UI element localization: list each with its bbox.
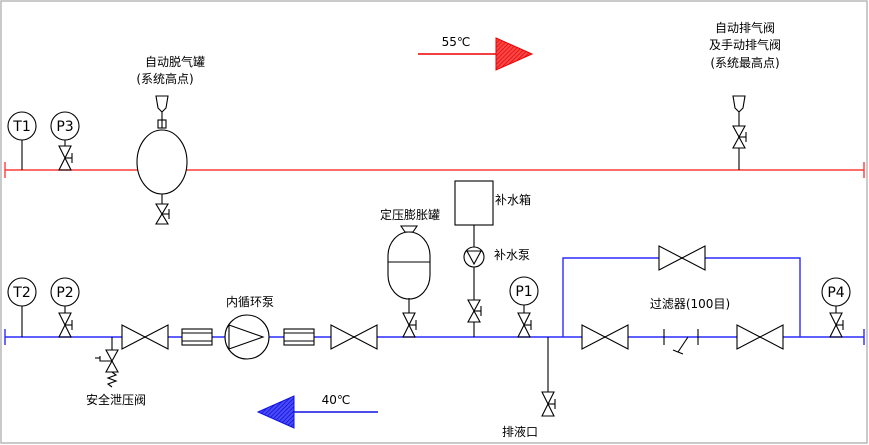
makeup-pump [463,225,485,337]
gauge-p3: P3 [50,111,80,171]
vent-valve-label-1: 自动排气阀 [715,20,775,35]
circ-pump-label: 内循环泵 [226,295,274,309]
supply-line [4,162,865,178]
gauge-p3-label: P3 [56,119,73,135]
gauge-p4-label: P4 [827,285,844,301]
gate-valve-4 [736,324,784,350]
supply-temp-label: 55℃ [442,35,471,49]
safety-relief-valve [95,337,119,388]
return-flow-arrow [256,395,378,429]
y-strainer [663,329,699,355]
gauge-p1-label: P1 [515,284,532,300]
gate-valve-1 [121,324,169,350]
gauge-t2: T2 [7,277,37,337]
drain-valve [541,337,556,417]
bypass-gate-valve [658,245,706,271]
gate-valve-2 [330,324,378,350]
auto-vent-valve [732,95,747,170]
flex-connector-1 [181,328,213,346]
gauge-p2: P2 [50,277,80,338]
expansion-tank-label: 定压膨胀罐 [380,207,440,222]
makeup-pump-label: 补水泵 [494,248,530,262]
makeup-tank-label: 补水箱 [495,192,531,207]
vent-valve-note: (系统最高点) [710,55,779,70]
gauge-p1: P1 [509,276,539,338]
makeup-tank [454,180,494,226]
degas-tank-label: 自动脱气罐 [145,54,205,69]
degas-tank-note: (系统高点) [136,71,193,86]
degas-tank [136,95,188,225]
return-temp-label: 40℃ [322,393,351,407]
drain-label: 排液口 [502,424,538,439]
circulation-pump [224,314,270,360]
gauge-p2-label: P2 [56,285,73,301]
expansion-tank [387,225,431,338]
gauge-t1-label: T1 [12,119,30,135]
vent-valve-label-2: 及手动排气阀 [709,37,781,52]
supply-flow-arrow [418,37,534,71]
relief-valve-label: 安全泄压阀 [86,392,146,407]
flex-connector-2 [283,328,315,346]
gauge-t1: T1 [7,111,37,170]
gate-valve-3 [581,324,629,350]
filter-label: 过滤器(100目) [650,297,730,311]
gauge-t2-label: T2 [12,285,30,301]
gauge-p4: P4 [821,277,851,338]
